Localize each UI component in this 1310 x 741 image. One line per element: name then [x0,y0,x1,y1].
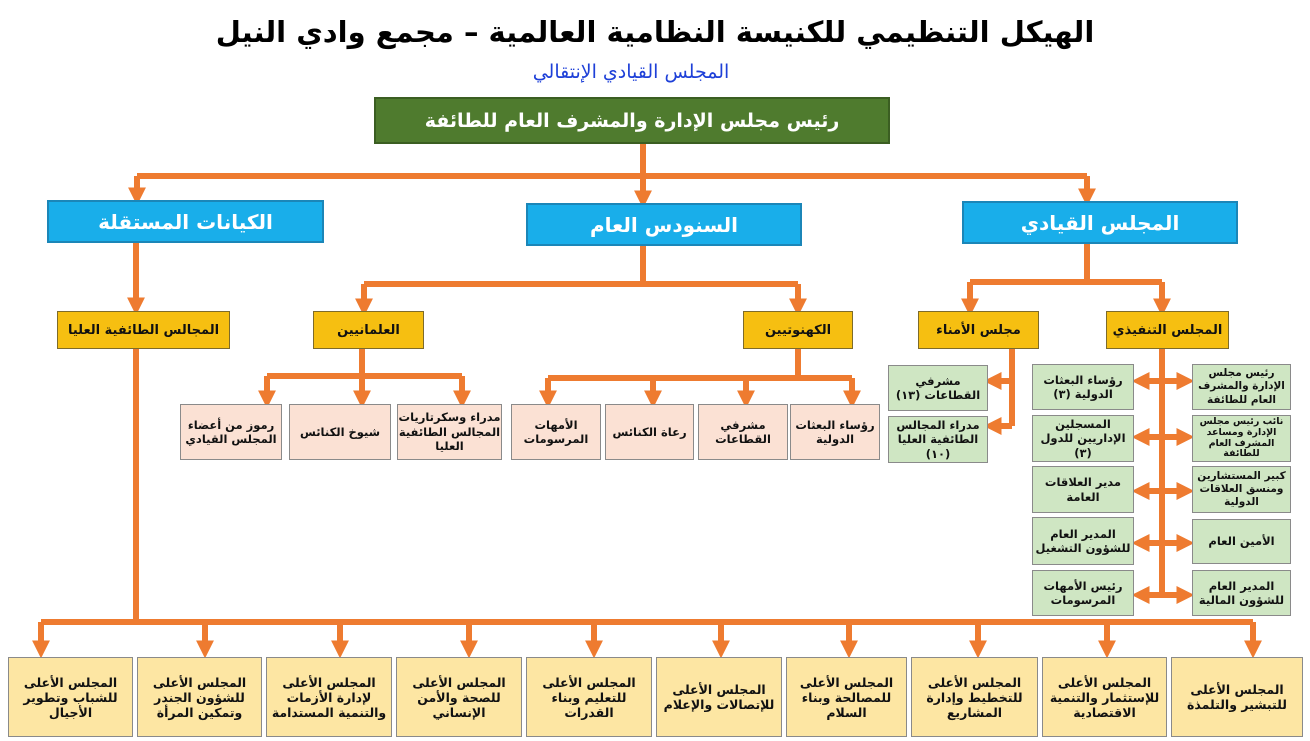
clergy-child-node: الأمهات المرسومات [511,404,601,460]
general-synod-node: السنودس العام [526,203,802,246]
supreme-council-node: المجلس الأعلى للصحة والأمن الإنساني [396,657,522,737]
executive-member-node: رؤساء البعثات الدولية (٣) [1032,364,1134,410]
executive-member-node: نائب رئيس مجلس الإدارة ومساعد المشرف الع… [1192,415,1291,462]
executive-council-node: المجلس التنفيذي [1106,311,1229,349]
laity-child-node: شيوخ الكنائس [289,404,391,460]
supreme-council-node: المجلس الأعلى للتخطيط وإدارة المشاريع [911,657,1038,737]
laity-child-node: رموز من أعضاء المجلس القيادي [180,404,282,460]
clergy-child-node: مشرفي القطاعات [698,404,788,460]
executive-member-node: المسجلين الإداريين للدول (٣) [1032,415,1134,462]
trustees-child-node: مدراء المجالس الطائفية العليا (١٠) [888,416,988,463]
independent-entities-node: الكيانات المستقلة [47,200,324,243]
clergy-child-node: رعاة الكنائس [605,404,694,460]
trustees-child-node: مشرفي القطاعات (١٣) [888,365,988,411]
executive-member-node: المدير العام للشؤون المالية [1192,570,1291,616]
page-subtitle: المجلس القيادي الإنتقالي [532,61,730,83]
supreme-council-node: المجلس الأعلى للتعليم وبناء القدرات [526,657,652,737]
supreme-councils-node: المجالس الطائفية العليا [57,311,230,349]
clergy-child-node: رؤساء البعثات الدولية [790,404,880,460]
trustees-council-node: مجلس الأمناء [918,311,1039,349]
clergy-node: الكهنوتيين [743,311,853,349]
page-title: الهيكل التنظيمي للكنيسة النظامية العالمي… [215,15,1095,49]
laity-node: العلمانيين [313,311,424,349]
supreme-council-node: المجلس الأعلى لإدارة الأزمات والتنمية ال… [266,657,392,737]
executive-member-node: كبير المستشارين ومنسق العلاقات الدولية [1192,466,1291,513]
executive-member-node: المدير العام للشؤون التشغيل [1032,517,1134,565]
executive-member-node: رئيس مجلس الإدارة والمشرف العام للطائفة [1192,364,1291,410]
leadership-council-node: المجلس القيادي [962,201,1238,244]
supreme-council-node: المجلس الأعلى للشباب وتطوير الأجيال [8,657,133,737]
head-node: رئيس مجلس الإدارة والمشرف العام للطائفة [374,97,890,144]
executive-member-node: مدير العلاقات العامة [1032,466,1134,513]
laity-child-node: مدراء وسكرتاريات المجالس الطائفية العليا [397,404,502,460]
executive-member-node: رئيس الأمهات المرسومات [1032,570,1134,616]
supreme-council-node: المجلس الأعلى للشؤون الجندر وتمكين المرأ… [137,657,262,737]
supreme-council-node: المجلس الأعلى للتبشير والتلمذة [1171,657,1303,737]
supreme-council-node: المجلس الأعلى للمصالحة وبناء السلام [786,657,907,737]
supreme-council-node: المجلس الأعلى للإتصالات والإعلام [656,657,782,737]
supreme-council-node: المجلس الأعلى للإستثمار والتنمية الاقتصا… [1042,657,1167,737]
executive-member-node: الأمين العام [1192,519,1291,564]
